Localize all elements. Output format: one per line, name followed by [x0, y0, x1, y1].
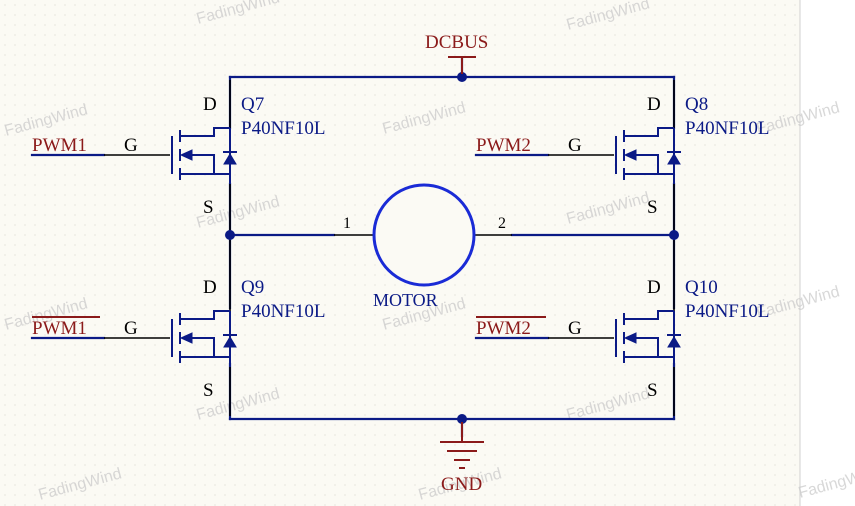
mosfet-q9: G D S Q9 P40NF10L PWM1	[32, 240, 325, 416]
junction-dot	[669, 230, 679, 240]
junction-dot	[457, 72, 467, 82]
junction-dot	[225, 230, 235, 240]
body-diode	[667, 153, 681, 165]
gate-label: G	[568, 318, 582, 339]
ref-designator: Q9	[241, 277, 264, 298]
source-label: S	[647, 380, 658, 401]
net-label-pwm1: PWM1	[32, 135, 87, 156]
drain-label: D	[647, 94, 661, 115]
junction-dot	[457, 414, 467, 424]
dcbus-label: DCBUS	[425, 32, 488, 53]
net-label-pwm1-inverted: PWM1	[32, 318, 87, 339]
ref-designator: Q7	[241, 94, 264, 115]
part-number: P40NF10L	[685, 118, 769, 139]
motor-pin1-label: 1	[343, 215, 351, 232]
motor-symbol	[372, 183, 476, 287]
gnd-power-port: GND	[440, 422, 484, 495]
body-arrow	[623, 149, 637, 161]
drain-label: D	[203, 277, 217, 298]
body-diode	[667, 336, 681, 348]
drain-lead	[180, 310, 230, 320]
body-arrow	[179, 332, 193, 344]
net-label-pwm2-inverted: PWM2	[476, 318, 531, 339]
motor-pin2-label: 2	[498, 215, 506, 232]
ref-designator: Q8	[685, 94, 708, 115]
part-number: P40NF10L	[241, 301, 325, 322]
drain-label: D	[203, 94, 217, 115]
source-label: S	[203, 197, 214, 218]
source-label: S	[203, 380, 214, 401]
gnd-label: GND	[441, 474, 482, 495]
mosfet-q8: G D S Q8 P40NF10L PWM2	[476, 80, 769, 230]
body-lead	[636, 337, 659, 357]
body-diode	[223, 153, 237, 165]
drain-lead	[624, 127, 674, 137]
body-arrow	[179, 149, 193, 161]
body-lead	[192, 337, 215, 357]
motor-label: MOTOR	[373, 290, 438, 310]
motor: 1 2 MOTOR	[334, 183, 512, 310]
drain-lead	[180, 127, 230, 137]
gate-label: G	[568, 135, 582, 156]
mosfet-q7: G D S Q7 P40NF10L PWM1	[32, 80, 325, 230]
source-label: S	[647, 197, 658, 218]
body-arrow	[623, 332, 637, 344]
watermark-text: FadingWind	[797, 463, 855, 502]
gate-label: G	[124, 318, 138, 339]
drain-label: D	[647, 277, 661, 298]
mosfet-q10: G D S Q10 P40NF10L PWM2	[476, 240, 769, 416]
body-lead	[636, 154, 659, 174]
gate-label: G	[124, 135, 138, 156]
body-lead	[192, 154, 215, 174]
part-number: P40NF10L	[685, 301, 769, 322]
dcbus-power-port: DCBUS	[425, 32, 488, 74]
ref-designator: Q10	[685, 277, 718, 298]
part-number: P40NF10L	[241, 118, 325, 139]
net-label-pwm2: PWM2	[476, 135, 531, 156]
body-diode	[223, 336, 237, 348]
drain-lead	[624, 310, 674, 320]
